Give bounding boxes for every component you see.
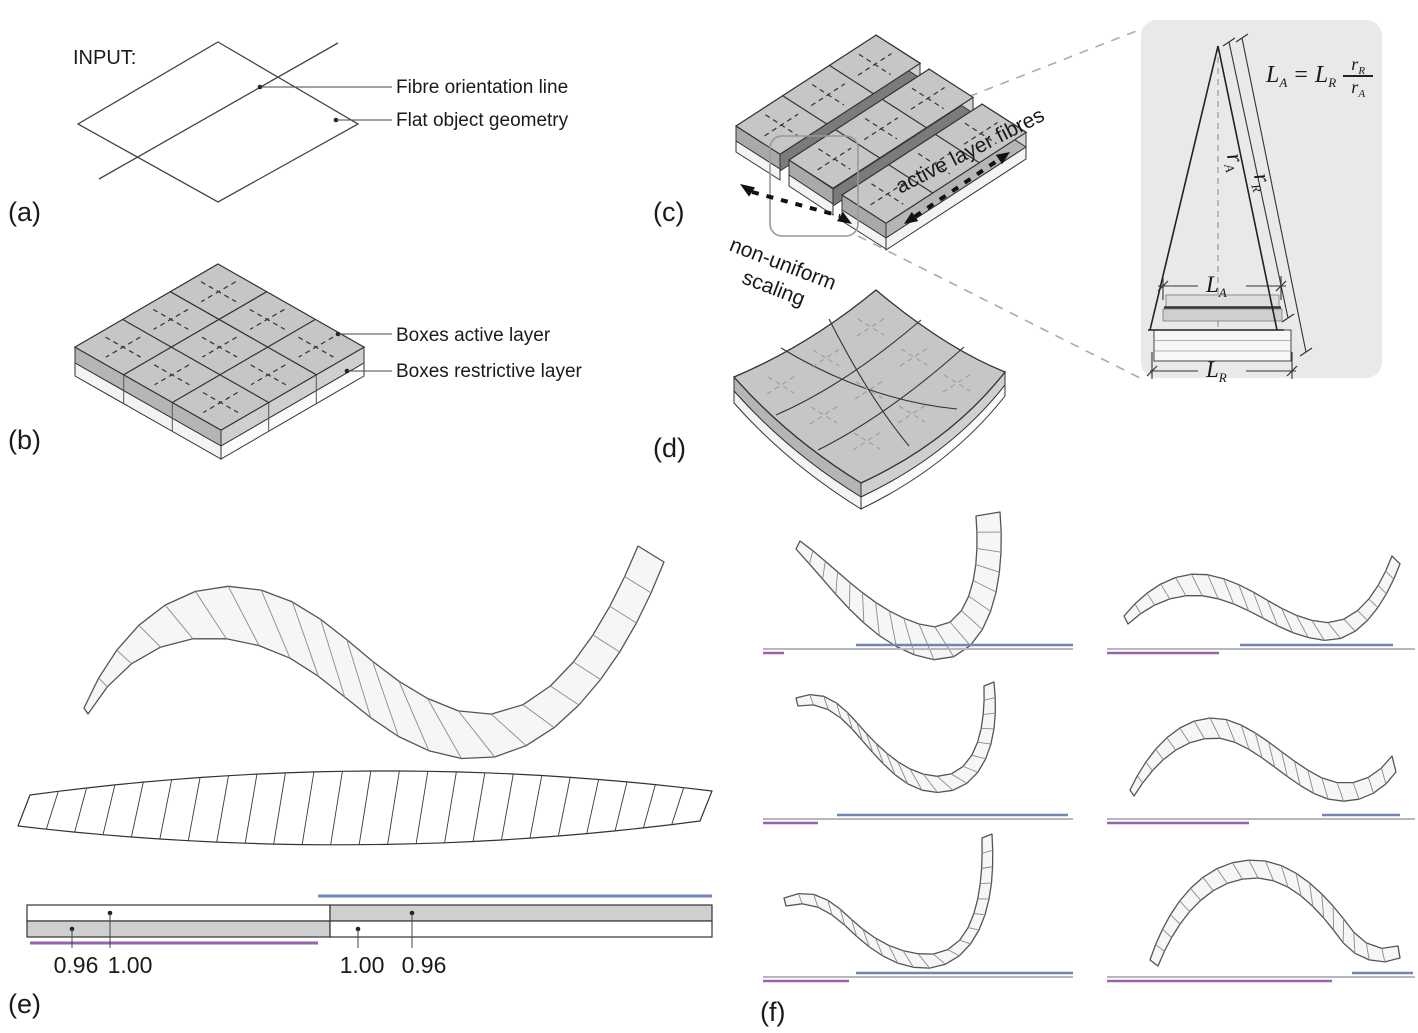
layer-map-1 bbox=[763, 643, 1073, 655]
inset-formula: LA = LR rR rA bbox=[1266, 55, 1374, 100]
length-active-label: LA bbox=[1206, 272, 1227, 300]
layer-map-2 bbox=[1107, 643, 1415, 655]
ribbon-surface bbox=[795, 511, 1002, 661]
layer-map-4 bbox=[1107, 813, 1415, 825]
panel-c-diagram bbox=[736, 35, 1026, 250]
scale-value-left-inner: 1.00 bbox=[107, 952, 153, 978]
fibre-orientation-label: Fibre orientation line bbox=[396, 77, 569, 98]
curl-result-3 bbox=[795, 681, 996, 794]
deformed-strip-3d bbox=[83, 545, 665, 760]
ribbon-surface bbox=[83, 545, 665, 760]
curl-result-1 bbox=[795, 511, 1002, 661]
ribbon-surface bbox=[783, 833, 994, 969]
flat-strip-top-view bbox=[17, 770, 713, 846]
panel-letter-f: (f) bbox=[760, 997, 786, 1027]
curl-result-6 bbox=[1149, 859, 1401, 967]
panel-letter-c: (c) bbox=[653, 197, 685, 227]
panel-a-diagram bbox=[76, 41, 392, 203]
strip-cross-section bbox=[26, 894, 713, 948]
ribbon-surface bbox=[1123, 555, 1401, 642]
flat-geometry-diamond bbox=[76, 41, 360, 203]
fibre-orientation-line bbox=[98, 42, 339, 180]
panel-b-diagram bbox=[75, 264, 392, 459]
inset-background bbox=[1141, 20, 1382, 378]
fibres-arrow bbox=[913, 157, 1001, 219]
panel-d-fibre-marks bbox=[766, 317, 972, 451]
flat-geometry-label: Flat object geometry bbox=[396, 110, 569, 131]
scale-value-left-outer: 0.96 bbox=[53, 952, 99, 978]
panel-e-diagram bbox=[17, 545, 713, 948]
length-restrictive-label: LR bbox=[1206, 357, 1227, 385]
scale-value-right-inner: 1.00 bbox=[339, 952, 385, 978]
panel-letter-e: (e) bbox=[8, 989, 41, 1019]
inset-detail bbox=[1141, 20, 1382, 379]
scaling-arrow bbox=[751, 190, 841, 218]
panel-f-diagram bbox=[763, 511, 1415, 983]
detail-highlight-box bbox=[769, 135, 859, 237]
panel-letter-b: (b) bbox=[8, 425, 41, 455]
boxes-restrictive-label: Boxes restrictive layer bbox=[396, 361, 582, 382]
boxes-grid-top bbox=[75, 264, 364, 430]
inset-connector-bottom bbox=[857, 235, 1145, 381]
boxes-active-label: Boxes active layer bbox=[396, 325, 551, 346]
panel-letter-d: (d) bbox=[653, 433, 686, 463]
curl-result-2 bbox=[1123, 555, 1401, 642]
curl-result-5 bbox=[783, 833, 994, 969]
layer-map-5 bbox=[763, 971, 1073, 983]
ribbon-surface bbox=[795, 681, 996, 794]
panel-d-diagram bbox=[732, 289, 1007, 510]
ribbon-surface bbox=[1129, 717, 1397, 802]
scale-value-right-outer: 0.96 bbox=[401, 952, 447, 978]
formula-fraction: rR rA bbox=[1343, 55, 1374, 100]
curl-result-4 bbox=[1129, 717, 1397, 802]
layer-map-6 bbox=[1107, 971, 1415, 983]
panel-letter-a: (a) bbox=[8, 197, 41, 227]
layer-map-3 bbox=[763, 813, 1073, 825]
input-label: INPUT: bbox=[73, 47, 137, 69]
ribbon-surface bbox=[1149, 859, 1401, 967]
